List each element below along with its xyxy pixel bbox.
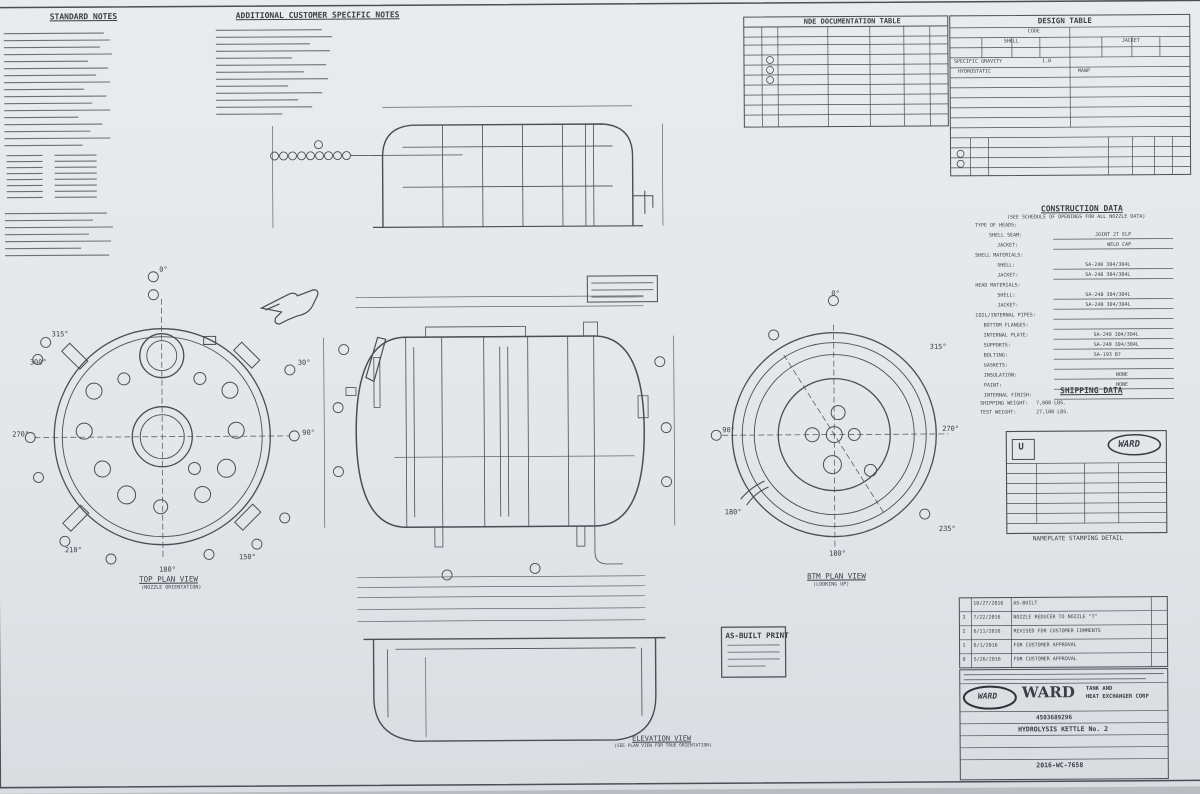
construction-data-list: TYPE OF HEADS: SHELL SEAM:JOINT 2T ELP J… — [975, 223, 1176, 404]
design-hydro-label: HYDROSTATIC — [958, 70, 991, 75]
angle-label: 315° — [930, 344, 947, 351]
design-table-title: DESIGN TABLE — [1038, 17, 1092, 25]
angle-label: 315° — [52, 331, 69, 338]
as-built-print-label: AS-BUILT PRINT — [725, 632, 788, 640]
shipping-weight-value: 7,000 LBS. — [1036, 401, 1066, 406]
revision-list: 10/27/2016 AS-BUILT 3 7/22/2016 NOZZLE R… — [959, 598, 1167, 669]
pointing-hand-icon — [261, 290, 318, 324]
design-mawp-label: MAWP — [1078, 69, 1090, 74]
shipping-data-title: SHIPPING DATA — [1060, 387, 1123, 395]
nameplate-u-stamp: U — [1018, 443, 1023, 452]
angle-label: 0° — [159, 267, 167, 274]
construction-data-title: CONSTRUCTION DATA — [1041, 205, 1123, 214]
design-sg-value: 1.0 — [1042, 59, 1051, 64]
design-shell-label: SHELL — [1004, 39, 1019, 44]
angle-label: 270° — [942, 426, 959, 433]
revision-row: 1 6/1/2016 FOR CUSTOMER APPROVAL — [960, 640, 1168, 655]
shipping-weight-label: SHIPPING WEIGHT: — [980, 401, 1028, 406]
btm-plan-view-subtitle: (LOOKING UP) — [813, 582, 849, 587]
nameplate-brand: WARD — [1118, 441, 1140, 450]
angle-label: 90° — [722, 427, 735, 434]
drawing-title: HYDROLYSIS KETTLE No. 2 — [1018, 726, 1108, 733]
revision-row: 2 6/11/2016 REVISED FOR CUSTOMER COMMENT… — [959, 626, 1167, 641]
top-plan-view-subtitle: (NOZZLE ORIENTATION) — [141, 585, 201, 590]
design-jacket-label: JACKET — [1122, 39, 1140, 44]
angle-label: 300° — [30, 359, 47, 366]
revision-row: 10/27/2016 AS-BUILT — [959, 598, 1167, 613]
angle-label: 30° — [298, 360, 311, 367]
design-code-label: CODE — [1028, 29, 1040, 34]
company-name: WARD — [1022, 685, 1075, 700]
angle-label: 150° — [239, 554, 256, 561]
angle-label: 270° — [12, 432, 29, 439]
test-weight-label: TEST WEIGHT: — [980, 410, 1016, 415]
additional-notes-title: ADDITIONAL CUSTOMER SPECIFIC NOTES — [236, 11, 400, 20]
elevation-view-title: ELEVATION VIEW — [632, 735, 691, 742]
angle-label: 180° — [159, 567, 176, 574]
nameplate-caption: NAMEPLATE STAMPING DETAIL — [1033, 536, 1123, 543]
angle-label: 180° — [725, 509, 742, 516]
angle-label: 90° — [302, 430, 315, 437]
angle-label: 210° — [65, 547, 82, 554]
job-number: 4503689296 — [1036, 715, 1072, 721]
title-block-logo: WARD — [978, 693, 997, 701]
construction-data-subtitle: (SEE SCHEDULE OF OPENINGS FOR ALL NOZZLE… — [1007, 215, 1146, 221]
btm-plan-view-title: BTM PLAN VIEW — [807, 572, 866, 580]
revision-row: 0 5/26/2016 FOR CUSTOMER APPROVAL — [960, 654, 1168, 669]
top-plan-view-title: TOP PLAN VIEW — [139, 575, 198, 583]
nde-table-title: NDE DOCUMENTATION TABLE — [804, 18, 901, 26]
company-line-3: HEAT EXCHANGER CORP — [1086, 695, 1149, 701]
revision-row: 3 7/22/2016 NOZZLE REDUCER TO NOZZLE "T" — [959, 612, 1167, 627]
elevation-view-subtitle: (SEE PLAN VIEW FOR TRUE ORIENTATION) — [614, 744, 712, 749]
standard-notes-title: STANDARD NOTES — [50, 13, 117, 21]
design-sg-label: SPECIFIC GRAVITY — [954, 60, 1002, 65]
company-line-2: TANK AND — [1086, 687, 1113, 693]
drawing-number: 2016-WC-7658 — [1036, 762, 1083, 769]
angle-label: 235° — [939, 526, 956, 533]
angle-label: 180° — [829, 551, 846, 558]
angle-label: 0° — [831, 291, 839, 298]
test-weight-value: 27,100 LBS. — [1036, 410, 1069, 415]
